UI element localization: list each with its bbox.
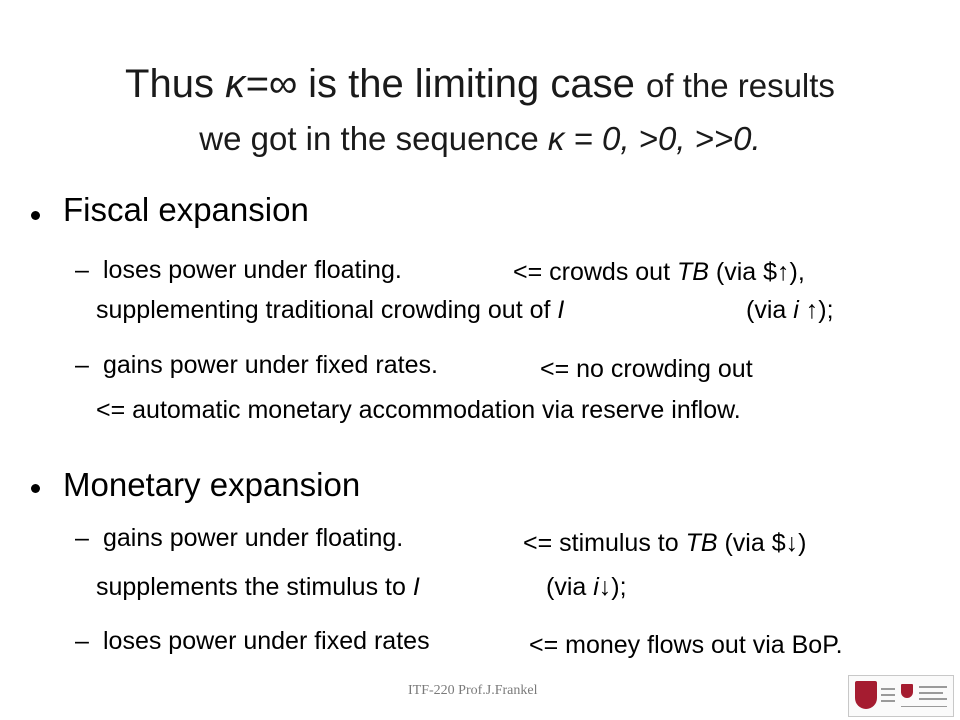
slide-title-line1: Thus κ=∞ is the limiting case of the res…	[125, 62, 835, 106]
monetary-item2-reason: <= money flows out via BoP.	[529, 631, 843, 659]
footer-text: ITF-220 Prof.J.Frankel	[408, 683, 538, 698]
monetary-item1-via: (via i↓);	[546, 573, 627, 601]
slide-title-line2: we got in the sequence κ = 0, >0, >>0.	[199, 120, 761, 157]
fiscal-item2-text: gains power under fixed rates.	[103, 351, 438, 379]
harvard-kennedy-school-logo-icon	[848, 675, 954, 717]
bullet-dot	[31, 211, 40, 220]
dash-marker: –	[75, 256, 89, 284]
fiscal-item2-reason: <= no crowding out	[540, 355, 753, 383]
dash-marker: –	[75, 627, 89, 655]
dash-marker: –	[75, 351, 89, 379]
monetary-item1-reason: <= stimulus to TB (via $↓)	[523, 529, 807, 557]
fiscal-heading: Fiscal expansion	[63, 191, 309, 228]
monetary-item1-continuation: supplements the stimulus to I	[96, 573, 420, 601]
monetary-item2-text: loses power under fixed rates	[103, 627, 430, 655]
fiscal-item1-reason: <= crowds out TB (via $↑),	[513, 258, 805, 286]
monetary-item1-text: gains power under floating.	[103, 524, 404, 552]
bullet-dot	[31, 484, 40, 493]
fiscal-item1-continuation: supplementing traditional crowding out o…	[96, 296, 565, 324]
monetary-heading: Monetary expansion	[63, 466, 361, 503]
fiscal-item1-via: (via i ↑);	[746, 296, 834, 324]
fiscal-item2-continuation: <= automatic monetary accommodation via …	[96, 396, 741, 424]
fiscal-item1-text: loses power under floating.	[103, 256, 402, 284]
dash-marker: –	[75, 524, 89, 552]
